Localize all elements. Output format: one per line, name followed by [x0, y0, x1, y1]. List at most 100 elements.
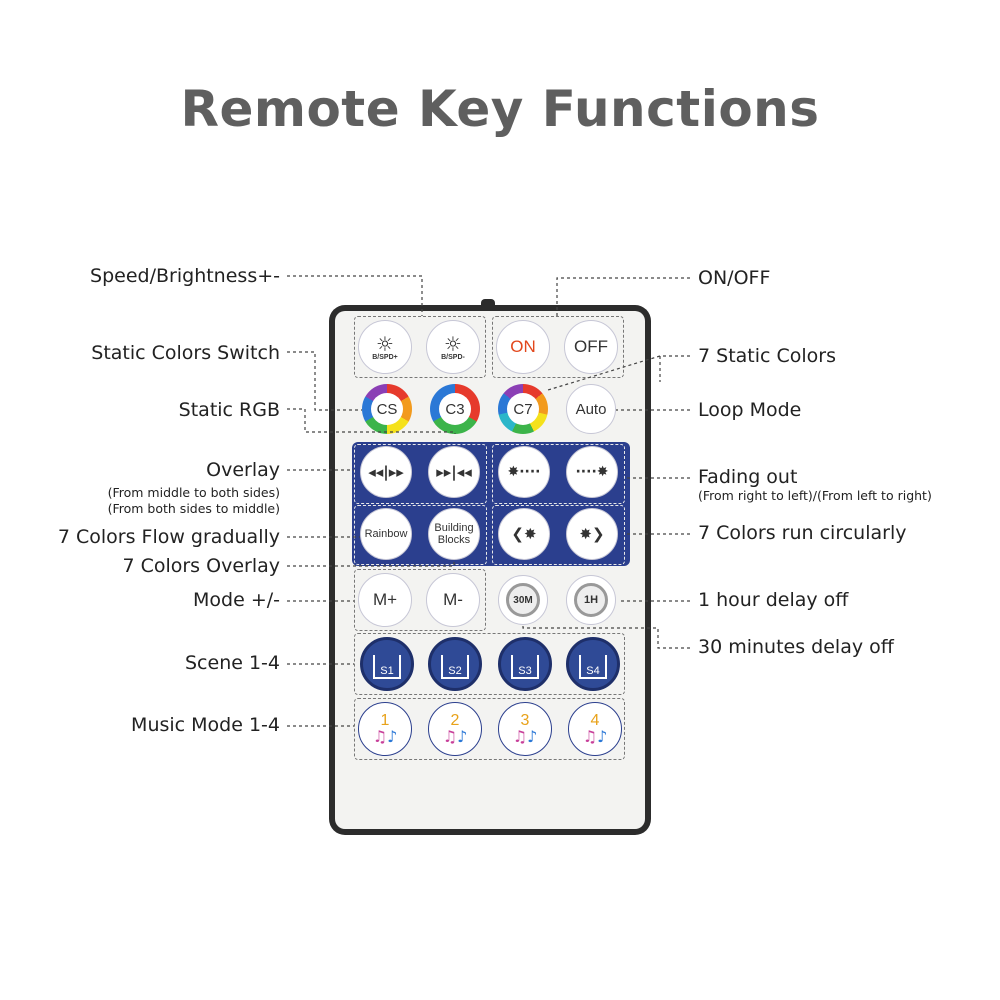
sun-plus-icon: ☼	[376, 331, 394, 356]
label-mode: Mode +/-	[193, 589, 280, 611]
scene-1-button[interactable]: S1	[360, 637, 414, 691]
auto-button[interactable]: Auto	[566, 384, 616, 434]
leader-minutes	[522, 625, 690, 649]
music-3-button[interactable]: 3 ♫♪	[498, 702, 552, 756]
brightness-plus-button[interactable]: ☼ B/SPD+	[358, 320, 412, 374]
leader-static-colors	[659, 355, 690, 382]
label-minutes-delay: 30 minutes delay off	[698, 636, 894, 658]
label-overlay-sub1: (From middle to both sides)	[107, 485, 280, 500]
scene-2-button[interactable]: S2	[428, 637, 482, 691]
rainbow-button[interactable]: Rainbow	[360, 508, 412, 560]
music-note-icon: ♫♪	[372, 727, 398, 746]
label-on-off: ON/OFF	[698, 267, 771, 289]
cs-button[interactable]: CS	[362, 384, 412, 434]
group-mode	[354, 569, 486, 631]
label-flow-gradually: 7 Colors Flow gradually	[57, 526, 280, 548]
group-brightness	[354, 316, 486, 378]
blocks-label: Blocks	[437, 534, 471, 546]
fade-right-icon: ····✸	[575, 464, 609, 480]
label-static-colors-switch: Static Colors Switch	[91, 342, 280, 364]
mode-plus-label: M+	[372, 590, 398, 609]
label-static-rgb: Static RGB	[178, 399, 280, 421]
leader-static-colors-c7	[547, 355, 661, 391]
music-4-button[interactable]: 4 ♫♪	[568, 702, 622, 756]
c3-button[interactable]: C3	[430, 384, 480, 434]
overlay-out-button[interactable]: ◂◂|▸▸	[360, 446, 412, 498]
cs-label: CS	[376, 400, 398, 418]
group-scene	[354, 633, 625, 695]
group-music	[354, 698, 625, 760]
label-colors-overlay: 7 Colors Overlay	[122, 555, 280, 577]
music-4-label: 4	[590, 712, 600, 729]
house-icon: S3	[511, 655, 539, 679]
music-3-label: 3	[520, 712, 530, 729]
off-button[interactable]: OFF	[564, 320, 618, 374]
c7-label: C7	[513, 400, 533, 418]
on-button[interactable]: ON	[496, 320, 550, 374]
leader-on-off	[556, 277, 690, 316]
group-fading	[492, 444, 625, 504]
music-note-icon: ♫♪	[582, 727, 608, 746]
building-label: Building	[434, 522, 474, 534]
timer-30m-label: 30M	[513, 594, 533, 606]
group-power	[492, 316, 624, 378]
fade-right-button[interactable]: ····✸	[566, 446, 618, 498]
label-fading-out: Fading out	[698, 466, 798, 488]
brightness-minus-button[interactable]: ☼ B/SPD-	[426, 320, 480, 374]
scene-4-label: S4	[586, 665, 600, 677]
mode-minus-label: M-	[443, 590, 463, 609]
label-speed-brightness: Speed/Brightness+-	[90, 265, 280, 287]
c7-button[interactable]: C7	[498, 384, 548, 434]
music-note-icon: ♫♪	[442, 727, 468, 746]
circular-right-button[interactable]: ✸❯	[566, 508, 618, 560]
mode-plus-button[interactable]: M+	[358, 573, 412, 627]
label-fading-sub: (From right to left)/(From left to right…	[698, 488, 932, 503]
scene-3-button[interactable]: S3	[498, 637, 552, 691]
house-icon: S2	[441, 655, 469, 679]
off-label: OFF	[574, 337, 608, 356]
label-overlay-sub2: (From both sides to middle)	[107, 501, 280, 516]
music-1-button[interactable]: 1 ♫♪	[358, 702, 412, 756]
leader-static-rgb	[287, 408, 456, 434]
label-run-circularly: 7 Colors run circularly	[698, 522, 907, 544]
remote-top-nub	[481, 299, 495, 307]
label-music: Music Mode 1-4	[131, 714, 280, 736]
circular-left-button[interactable]: ❮✸	[498, 508, 550, 560]
overlay-in-button[interactable]: ▸▸|◂◂	[428, 446, 480, 498]
music-2-label: 2	[450, 712, 460, 729]
timer-1h-button[interactable]: 1H	[566, 575, 616, 625]
music-2-button[interactable]: 2 ♫♪	[428, 702, 482, 756]
leader-speed	[287, 275, 423, 316]
fade-left-button[interactable]: ✸····	[498, 446, 550, 498]
leader-colors-overlay	[287, 560, 455, 567]
mode-minus-button[interactable]: M-	[426, 573, 480, 627]
group-flow	[354, 505, 487, 565]
label-overlay: Overlay	[206, 459, 280, 481]
house-icon: S1	[373, 655, 401, 679]
label-loop-mode: Loop Mode	[698, 399, 802, 421]
sun-minus-icon: ☼	[444, 331, 462, 356]
timer-1h-label: 1H	[583, 594, 599, 606]
timer-30m-button[interactable]: 30M	[498, 575, 548, 625]
group-circular	[492, 505, 625, 565]
on-label: ON	[510, 337, 536, 356]
label-scene: Scene 1-4	[185, 652, 280, 674]
chevron-left-star-icon: ❮✸	[511, 525, 537, 543]
scene-1-label: S1	[380, 665, 394, 677]
chevron-right-star-icon: ✸❯	[579, 525, 605, 543]
group-overlay	[354, 444, 487, 504]
music-1-label: 1	[380, 712, 390, 729]
scene-4-button[interactable]: S4	[566, 637, 620, 691]
scene-2-label: S2	[448, 665, 462, 677]
building-blocks-button[interactable]: Building Blocks	[428, 508, 480, 560]
fade-left-icon: ✸····	[507, 464, 541, 480]
label-hour-delay: 1 hour delay off	[698, 589, 849, 611]
arrows-inward-icon: ▸▸|◂◂	[436, 463, 472, 481]
leader-static-switch	[287, 351, 362, 411]
page-title: Remote Key Functions	[180, 80, 820, 138]
arrows-outward-icon: ◂◂|▸▸	[368, 463, 404, 481]
brightness-minus-label: B/SPD-	[441, 353, 465, 361]
scene-3-label: S3	[518, 665, 532, 677]
label-static-colors: 7 Static Colors	[698, 345, 837, 367]
